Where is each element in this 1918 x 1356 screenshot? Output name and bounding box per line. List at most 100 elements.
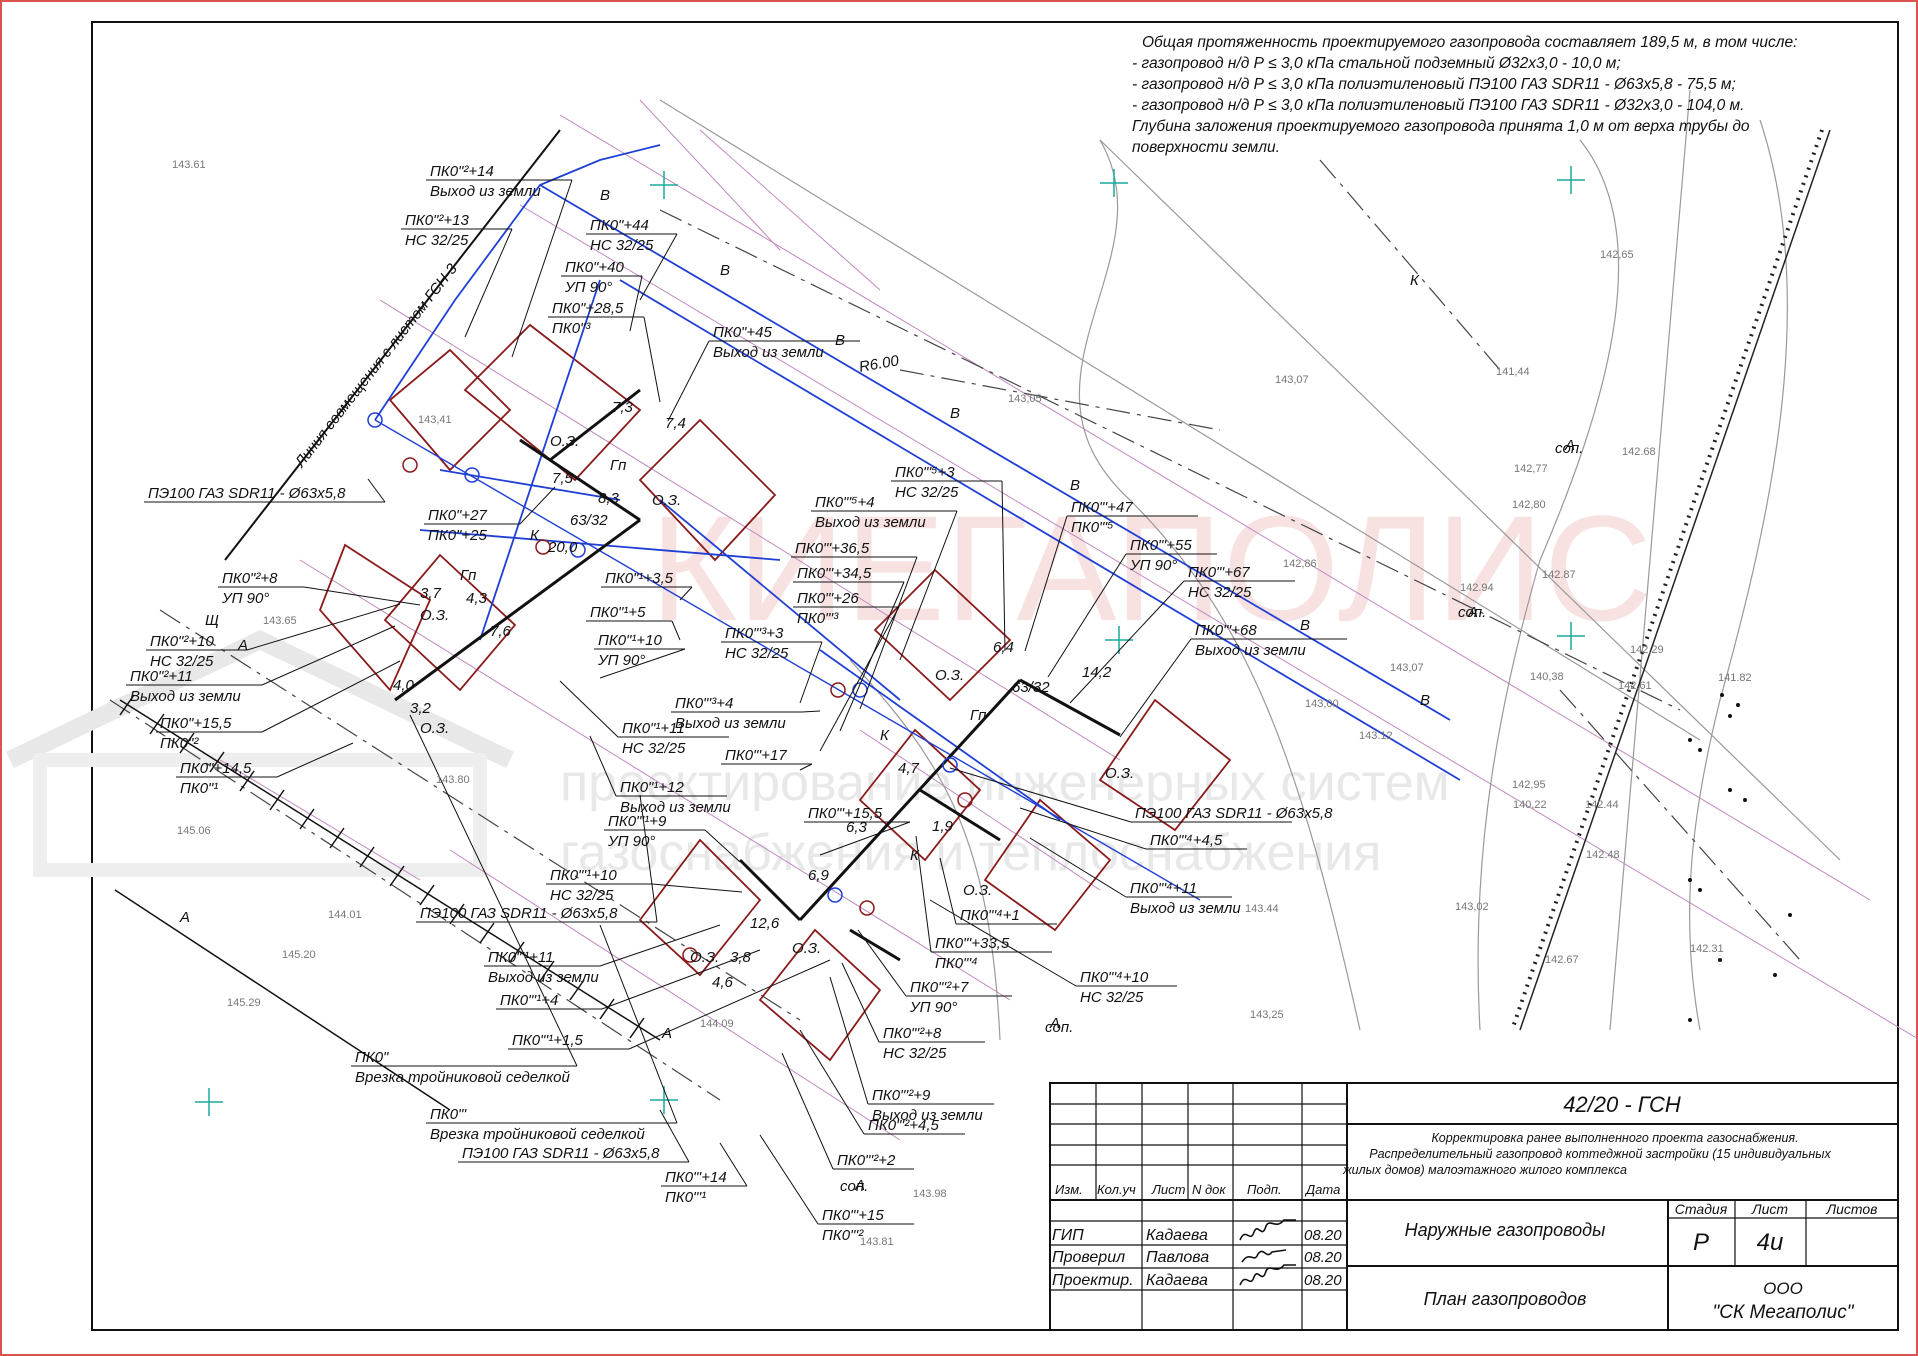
header-ndoc: N док bbox=[1192, 1182, 1226, 1197]
pk-label: ПК0"'⁴+1 bbox=[939, 857, 1057, 925]
spot-elevation: 140,38 bbox=[1530, 671, 1564, 683]
date-3: 08.20 bbox=[1304, 1272, 1342, 1289]
pipe-letter-gp-2: Гп bbox=[610, 457, 626, 474]
dimension-value: 3,2 bbox=[410, 700, 432, 717]
pk-label: ПК0"'²+8НС 32/25 bbox=[841, 962, 985, 1062]
pk-label-primary: ПК0"²+8 bbox=[222, 570, 278, 587]
spot-elevation: 143,02 bbox=[1455, 901, 1489, 913]
pk-label-leader bbox=[1029, 837, 1127, 898]
signature-3 bbox=[1239, 1264, 1296, 1286]
pk-label: ПК0"'²+7УП 90° bbox=[857, 929, 1012, 1016]
dimension-value: 12,6 bbox=[750, 915, 780, 932]
pk-label-leader bbox=[589, 735, 617, 797]
pipe-letter-b-1: В bbox=[600, 187, 610, 204]
pk-label-primary: ПК0"'¹+11 bbox=[488, 949, 554, 966]
spot-elevation: 143.65 bbox=[263, 615, 297, 627]
pipe-letter-gp-1: Гп bbox=[460, 567, 476, 584]
pk-label-secondary: УП 90° bbox=[597, 652, 645, 669]
oz-label-7: О.З. bbox=[963, 882, 992, 899]
area-label-a-2: А bbox=[661, 1025, 672, 1042]
pk-label: ПК0"'+36,5 bbox=[791, 540, 918, 710]
pk-label: ПК0"'¹+1,5 bbox=[508, 959, 831, 1050]
header-kolvo: Кол.уч bbox=[1097, 1182, 1136, 1197]
oz-label-8: О.З. bbox=[690, 949, 719, 966]
pk-label-secondary: НС 32/25 bbox=[622, 740, 686, 757]
role-1: ГИП bbox=[1052, 1227, 1084, 1244]
pk-label-leader bbox=[799, 763, 813, 771]
pk-label-secondary: ПК0"'² bbox=[822, 1227, 864, 1244]
pk-label-primary: ПК0"¹+10 bbox=[598, 632, 662, 649]
pipe-letter-b-6: В bbox=[1300, 617, 1310, 634]
spot-elevation: 144.01 bbox=[328, 909, 362, 921]
description-line-2: Распределительный газопровод коттеджной … bbox=[1369, 1147, 1831, 1161]
pk-label-primary: ПК0"'¹+9 bbox=[608, 813, 667, 830]
pk-label-leader bbox=[629, 275, 643, 332]
pk-label-leader bbox=[276, 742, 354, 778]
pk-label-leader bbox=[819, 606, 900, 752]
spot-elevation: 142.48 bbox=[1586, 849, 1620, 861]
elevation-labels: 142,65143,07141,44142,77142,80142.68142.… bbox=[172, 159, 1752, 1248]
pk-label-primary: ПК0"'²+2 bbox=[837, 1152, 896, 1169]
watermark-company: КИЕГАПОЛИС bbox=[650, 484, 1652, 652]
dimension-value: 20,0 bbox=[547, 539, 578, 556]
pk-label-leader bbox=[679, 586, 693, 601]
area-label-a-3: А bbox=[1049, 1015, 1060, 1032]
watermark: КИЕГАПОЛИС проектирование инженерных сис… bbox=[6, 484, 1652, 882]
pk-label-secondary: Выход из земли bbox=[430, 183, 541, 200]
watermark-roof-icon bbox=[6, 630, 514, 769]
spot-elevation: 145.06 bbox=[177, 825, 211, 837]
pipe-letter-k-2: К bbox=[880, 727, 890, 744]
pk-label-leader bbox=[1001, 480, 1006, 652]
pk-label: ПК0"Врезка тройниковой седелкой bbox=[351, 714, 578, 1086]
pk-label: ПК0"'+17 bbox=[721, 747, 813, 771]
gas-pipe-main bbox=[394, 388, 1121, 962]
dimension-value: 7,6 bbox=[490, 623, 512, 640]
date-1: 08.20 bbox=[1304, 1227, 1342, 1244]
spot-elevation: 142,95 bbox=[1512, 779, 1546, 791]
name-1: Кадаева bbox=[1146, 1227, 1208, 1244]
pipe-letter-b-5: В bbox=[1070, 477, 1080, 494]
dimension-value: 6,9 bbox=[808, 867, 830, 884]
pk-label-leader bbox=[1019, 807, 1147, 850]
pk-label-primary: ПЭ100 ГАЗ SDR11 - Ø63x5,8 bbox=[1135, 805, 1333, 822]
spot-elevation: 143.44 bbox=[1245, 903, 1279, 915]
area-label-a-4: А bbox=[1564, 437, 1575, 454]
dimension-value: 3,8 bbox=[730, 949, 752, 966]
pk-label-primary: ПК0"'⁴+10 bbox=[1080, 969, 1149, 986]
pk-label-primary: ПК0"'+14 bbox=[665, 1169, 727, 1186]
pk-label-leader bbox=[261, 625, 396, 686]
pk-label-primary: ПК0"¹+5 bbox=[590, 604, 646, 621]
pk-label-secondary: ПК0"² bbox=[160, 735, 199, 752]
oz-label-1: О.З. bbox=[550, 433, 579, 450]
pk-label-primary: ПК0"+45 bbox=[713, 324, 772, 341]
pk-label-secondary: НС 32/25 bbox=[895, 484, 959, 501]
note-line-6: поверхности земли. bbox=[1132, 139, 1280, 156]
pk-label-primary: ПК0"' bbox=[430, 1106, 467, 1123]
pk-label-primary: ПК0"'+55 bbox=[1130, 537, 1192, 554]
pk-label-leader bbox=[628, 959, 831, 1050]
spot-elevation: 142,80 bbox=[1512, 499, 1546, 511]
pk-label-leader bbox=[367, 478, 386, 503]
date-2: 08.20 bbox=[1304, 1249, 1342, 1266]
oz-label-5: О.З. bbox=[935, 667, 964, 684]
area-label-a-6: А bbox=[237, 637, 248, 654]
org-line-2: "СК Мегаполис" bbox=[1713, 1302, 1855, 1323]
pk-label-secondary: УП 90° bbox=[221, 590, 269, 607]
spot-elevation: 142,29 bbox=[1630, 644, 1664, 656]
plan-geometry bbox=[109, 89, 1918, 1141]
dimension-value: 14,2 bbox=[1082, 664, 1112, 681]
pk-label: ПК0"¹+10 УП 90° bbox=[594, 632, 686, 679]
pk-label-primary: ПК0"'⁴+1 bbox=[960, 907, 1020, 924]
pk-label: ПК0"'+15,5 bbox=[804, 805, 911, 856]
title-block-grid bbox=[1050, 1083, 1898, 1330]
retaining-wall bbox=[114, 694, 661, 1111]
pk-label-leader bbox=[643, 316, 661, 403]
